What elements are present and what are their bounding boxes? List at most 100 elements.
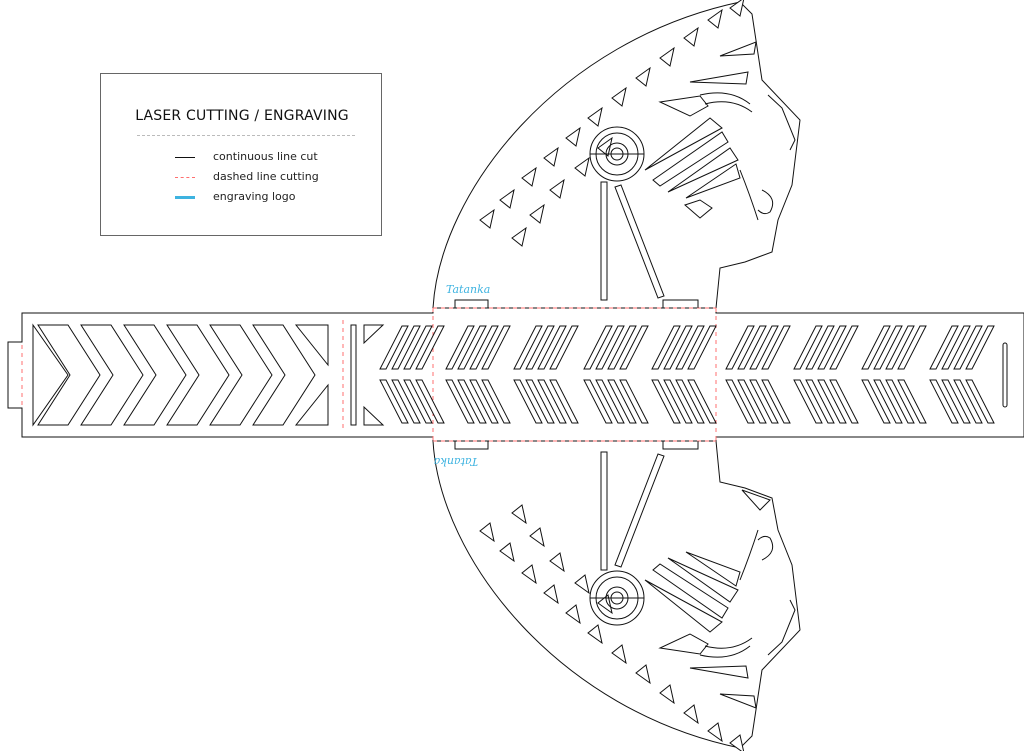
diagonal-slot (525, 325, 555, 370)
chevron-cutout (166, 324, 230, 426)
triangle-cutout (635, 66, 651, 87)
triangle-cutout (659, 46, 675, 67)
triangle-cutout (543, 584, 559, 605)
diagonal-slot (829, 325, 859, 370)
triangle-cutout (597, 136, 613, 157)
diagonal-slot (403, 379, 433, 424)
feathers-top (644, 41, 796, 221)
diagonal-slot (537, 325, 567, 370)
diagonal-slot (897, 379, 927, 424)
diagonal-slot (583, 325, 613, 370)
triangle-cutout (659, 684, 675, 705)
triangle-cutout (729, 734, 745, 751)
diagonal-slot (725, 379, 755, 424)
diagonal-slot (885, 379, 915, 424)
diagonal-slot (941, 325, 971, 370)
diagonal-slot (749, 325, 779, 370)
engraving-logos: Tatanka Tatanka (434, 283, 491, 468)
diagonal-slot (379, 379, 409, 424)
diagonal-slot (619, 325, 649, 370)
diagonal-slot (761, 379, 791, 424)
diagonal-slot (805, 325, 835, 370)
triangle-cutout (499, 542, 515, 563)
solid-line-sample (175, 157, 195, 158)
legend-title: LASER CUTTING / ENGRAVING (135, 108, 349, 124)
diagonal-slot (897, 325, 927, 370)
diagonal-slot (391, 379, 421, 424)
feathers-bottom (644, 489, 796, 709)
engraving-logo-top: Tatanka (446, 283, 490, 296)
end-slot (1002, 342, 1008, 408)
diagonal-slot (793, 325, 823, 370)
triangle-cutout (611, 86, 627, 107)
diagonal-slot (675, 325, 705, 370)
diagonal-slot (761, 325, 791, 370)
diagonal-slot (481, 325, 511, 370)
legend-label: continuous line cut (213, 150, 318, 163)
triangle-cutout (707, 8, 723, 29)
diagonal-slot (817, 325, 847, 370)
diagonal-slot (861, 379, 891, 424)
diagonal-slot (549, 379, 579, 424)
diagonal-slot (663, 325, 693, 370)
diagonal-slot (953, 325, 983, 370)
diagonal-slot (929, 325, 959, 370)
chevron-cutouts (32, 323, 329, 427)
diagonal-slot (965, 379, 995, 424)
diagonal-slot (873, 379, 903, 424)
diagonal-slot (457, 325, 487, 370)
diagonal-slot (725, 325, 755, 370)
chevron-cutout (80, 324, 144, 426)
triangle-cutout (529, 203, 545, 224)
medallion-top (589, 126, 645, 182)
triangle-cutout (729, 0, 745, 17)
diagonal-slot-groups (379, 325, 995, 424)
diagonal-slot (885, 325, 915, 370)
chevron-cutout (209, 324, 273, 426)
triangle-cutout (479, 522, 495, 543)
diagonal-slot (537, 379, 567, 424)
diagonal-slot (415, 379, 445, 424)
triangle-cutout (574, 574, 590, 595)
triangle-cutout (499, 188, 515, 209)
diagonal-slot (513, 379, 543, 424)
diagonal-slot (469, 379, 499, 424)
diagonal-slot (953, 379, 983, 424)
chevron-cutout (123, 324, 187, 426)
engraving-logo-bottom: Tatanka (434, 455, 478, 468)
triangle-cutout (479, 208, 495, 229)
diagonal-slot (391, 325, 421, 370)
diagonal-slot (549, 325, 579, 370)
triangle-cutout (529, 527, 545, 548)
diagonal-slot (651, 379, 681, 424)
diagonal-slot (965, 325, 995, 370)
triangle-cutout (611, 644, 627, 665)
triangle-cutout (683, 26, 699, 47)
diagonal-slot (663, 379, 693, 424)
chevron-cutout (252, 324, 316, 426)
diagonal-slot (445, 379, 475, 424)
chevron-cutout (294, 324, 329, 367)
diagonal-slot (595, 325, 625, 370)
triangle-cutout (549, 552, 565, 573)
triangle-cutout (683, 704, 699, 725)
diagonal-slot (457, 379, 487, 424)
diagonal-slot (687, 379, 717, 424)
diagonal-slot (793, 379, 823, 424)
fold-tabs (454, 299, 699, 450)
triangle-cutout (521, 166, 537, 187)
diagonal-slot (651, 325, 681, 370)
diagonal-slot (445, 325, 475, 370)
triangle-cutout (597, 594, 613, 615)
engrave-line-sample (175, 196, 195, 199)
triangle-cutout (549, 178, 565, 199)
chevron-cutout (32, 323, 69, 427)
diagonal-slot (403, 325, 433, 370)
triangle-cutout (543, 146, 559, 167)
triangle-cutout (511, 504, 527, 525)
legend-box: LASER CUTTING / ENGRAVING continuous lin… (100, 73, 382, 236)
diagonal-slot (379, 325, 409, 370)
triangle-cutout (587, 624, 603, 645)
diagonal-slot (861, 325, 891, 370)
triangle-cutout (635, 664, 651, 685)
